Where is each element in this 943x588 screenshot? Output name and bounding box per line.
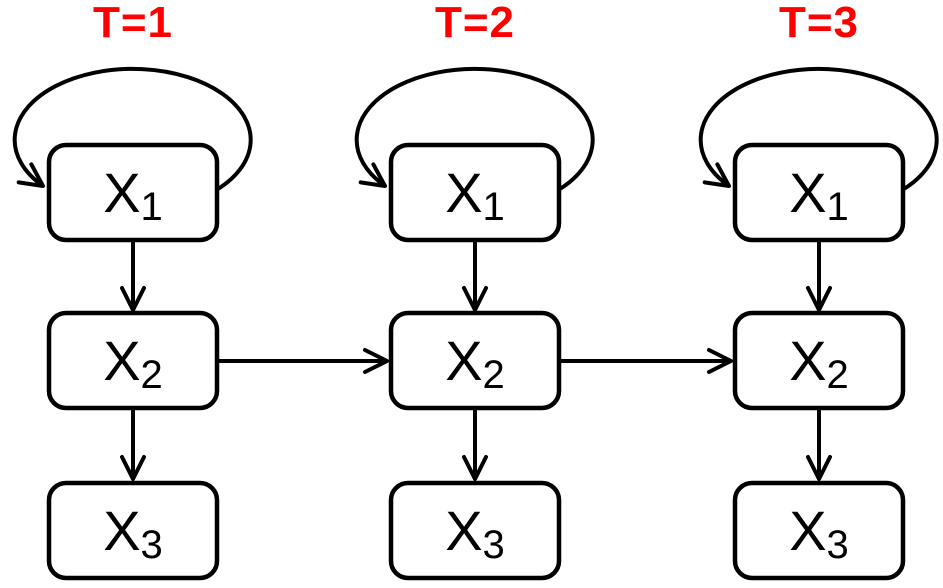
node-label-subscript: 1 — [140, 184, 163, 229]
node-box-x3-t1 — [46, 480, 220, 581]
node-box-x3-t3 — [732, 480, 906, 581]
node-label-subscript: 2 — [826, 352, 849, 397]
node-label-subscript: 1 — [826, 184, 849, 229]
self-loop-arrow-t3 — [698, 66, 939, 196]
node-label-subscript: 3 — [140, 522, 163, 567]
node-label-subscript: 3 — [826, 522, 849, 567]
node-label-subscript: 2 — [482, 352, 505, 397]
node-label-base: X — [103, 160, 141, 224]
node-label-base: X — [789, 498, 827, 562]
self-loop-arrow-t1 — [12, 66, 253, 196]
node-label-base: X — [789, 160, 827, 224]
node-label-base: X — [789, 328, 827, 392]
node-label-base: X — [103, 498, 141, 562]
time-label-t2: T=2 — [434, 0, 516, 47]
node-label-base: X — [445, 498, 483, 562]
node-label-base: X — [103, 328, 141, 392]
node-label-base: X — [445, 160, 483, 224]
time-label-t3: T=3 — [778, 0, 860, 47]
time-label-t1: T=1 — [92, 0, 174, 47]
node-box-x3-t2 — [388, 480, 562, 581]
node-label-subscript: 3 — [482, 522, 505, 567]
node-label-base: X — [445, 328, 483, 392]
node-label-subscript: 1 — [482, 184, 505, 229]
node-label-subscript: 2 — [140, 352, 163, 397]
self-loop-arrow-t2 — [354, 66, 595, 196]
